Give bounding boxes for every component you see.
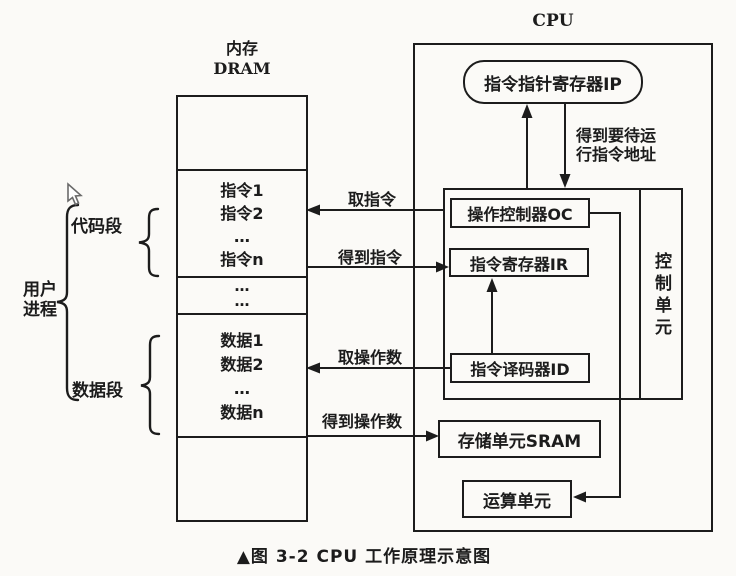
code-row: 指令1 — [220, 181, 264, 200]
instruction-decoder-box: 指令译码器ID — [450, 353, 590, 383]
data-row: 数据1 — [220, 331, 264, 350]
data-segment-label: 数据段 — [72, 381, 123, 401]
mouse-cursor — [67, 182, 83, 206]
cpu-outer-box — [413, 43, 713, 532]
data-row: 数据n — [220, 403, 264, 422]
fetch-instruction-label: 取指令 — [347, 190, 396, 209]
data-segment-brace — [140, 334, 161, 436]
operation-controller-box: 操作控制器OC — [450, 198, 590, 228]
memory-title-dram: DRAM — [213, 59, 271, 78]
figure-caption: ▲图 3-2 CPU 工作原理示意图 — [236, 547, 492, 567]
code-segment-brace — [138, 207, 160, 278]
code-row: 指令2 — [220, 204, 264, 223]
fetch-instruction-arrowhead — [306, 204, 320, 216]
memory-ellipsis: … — [234, 277, 250, 295]
control-unit-group-box — [443, 188, 683, 400]
instruction-pointer-register-box: 指令指针寄存器IP — [463, 60, 643, 104]
fetch-operand-arrowhead — [306, 362, 320, 374]
instruction-register-box: 指令寄存器IR — [449, 248, 589, 277]
memory-middle-rows: … … — [176, 279, 308, 309]
fetch-operand-label: 取操作数 — [337, 348, 402, 367]
got-operand-label: 得到操作数 — [321, 412, 402, 431]
code-segment-rows: 指令1 指令2 … 指令n — [176, 179, 308, 271]
user-process-label: 用户 进程 — [16, 280, 64, 320]
user-process-line1: 用户 — [23, 280, 57, 300]
data-row-ellipsis: … — [234, 379, 250, 398]
control-unit-label: 控制单元 — [651, 252, 671, 340]
code-row-ellipsis: … — [234, 227, 250, 246]
code-segment-label: 代码段 — [71, 217, 122, 237]
got-instruction-label: 得到指令 — [337, 248, 402, 267]
cpu-title: CPU — [532, 11, 574, 31]
ip-address-line2: 行指令地址 — [576, 145, 657, 164]
memory-dram-box — [176, 95, 308, 522]
ip-address-label: 得到要待运 行指令地址 — [576, 126, 686, 164]
memory-title-cn: 内存 — [225, 39, 258, 58]
memory-ellipsis: … — [234, 292, 250, 310]
data-segment-rows: 数据1 数据2 … 数据n — [176, 329, 308, 425]
ip-address-line1: 得到要待运 — [576, 126, 657, 145]
alu-unit-box: 运算单元 — [462, 480, 572, 518]
user-process-line2: 进程 — [23, 300, 57, 320]
data-row: 数据2 — [220, 355, 264, 374]
memory-title: 内存 DRAM — [176, 39, 308, 79]
code-row: 指令n — [220, 250, 264, 269]
sram-storage-unit-box: 存储单元SRAM — [438, 420, 601, 458]
